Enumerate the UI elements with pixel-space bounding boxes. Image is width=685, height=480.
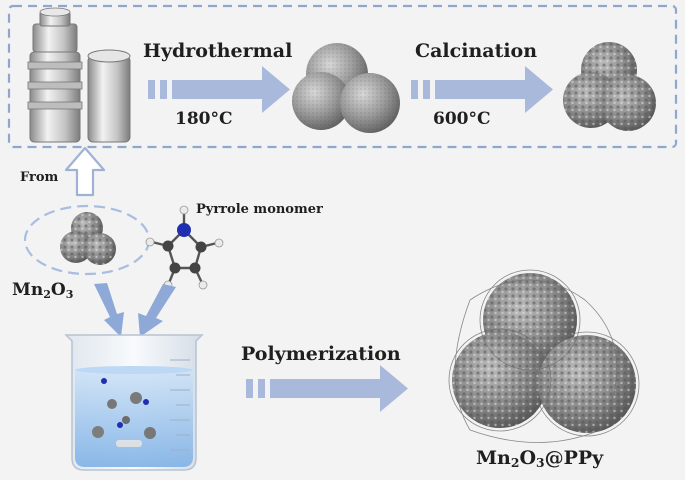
- calcination-arrow: [411, 66, 553, 113]
- product-label: Mn2O3@PPy: [476, 447, 603, 470]
- mn2o3-text-o: O: [51, 280, 66, 300]
- mn2o3-text-sub1: 2: [43, 288, 51, 301]
- mn2o3-text-sub2: 3: [66, 288, 74, 301]
- polymerization-label: Polymerization: [241, 343, 401, 365]
- mn2o3-text-mn: Mn: [12, 280, 43, 300]
- mn2o3-ppy-cluster: [449, 270, 639, 443]
- from-label: From: [20, 170, 58, 185]
- from-arrow: [66, 148, 104, 195]
- product-text-suffix: @PPy: [545, 447, 604, 469]
- pyrrole-molecule-icon: [146, 206, 223, 289]
- calcination-label: Calcination: [415, 40, 537, 62]
- hydrothermal-temperature: 180°C: [175, 109, 233, 129]
- addition-arrows: [94, 283, 176, 337]
- mn2o3-label: Mn2O3: [12, 280, 73, 301]
- product-text-o: O: [519, 447, 536, 469]
- pyrrole-monomer-label: Pyrrole monomer: [196, 202, 323, 217]
- autoclave-icon: [28, 8, 130, 142]
- calcined-sphere-cluster: [563, 42, 656, 131]
- product-text-sub2: 3: [536, 455, 545, 470]
- product-text-mn: Mn: [476, 447, 511, 469]
- calcination-temperature: 600°C: [433, 109, 491, 129]
- polymerization-arrow: [246, 365, 408, 412]
- hydrothermal-arrow: [148, 66, 290, 113]
- beaker-icon: [66, 335, 202, 470]
- smooth-sphere-cluster: [292, 43, 400, 133]
- hydrothermal-label: Hydrothermal: [143, 40, 292, 62]
- mn2o3-cluster-icon: [60, 212, 116, 265]
